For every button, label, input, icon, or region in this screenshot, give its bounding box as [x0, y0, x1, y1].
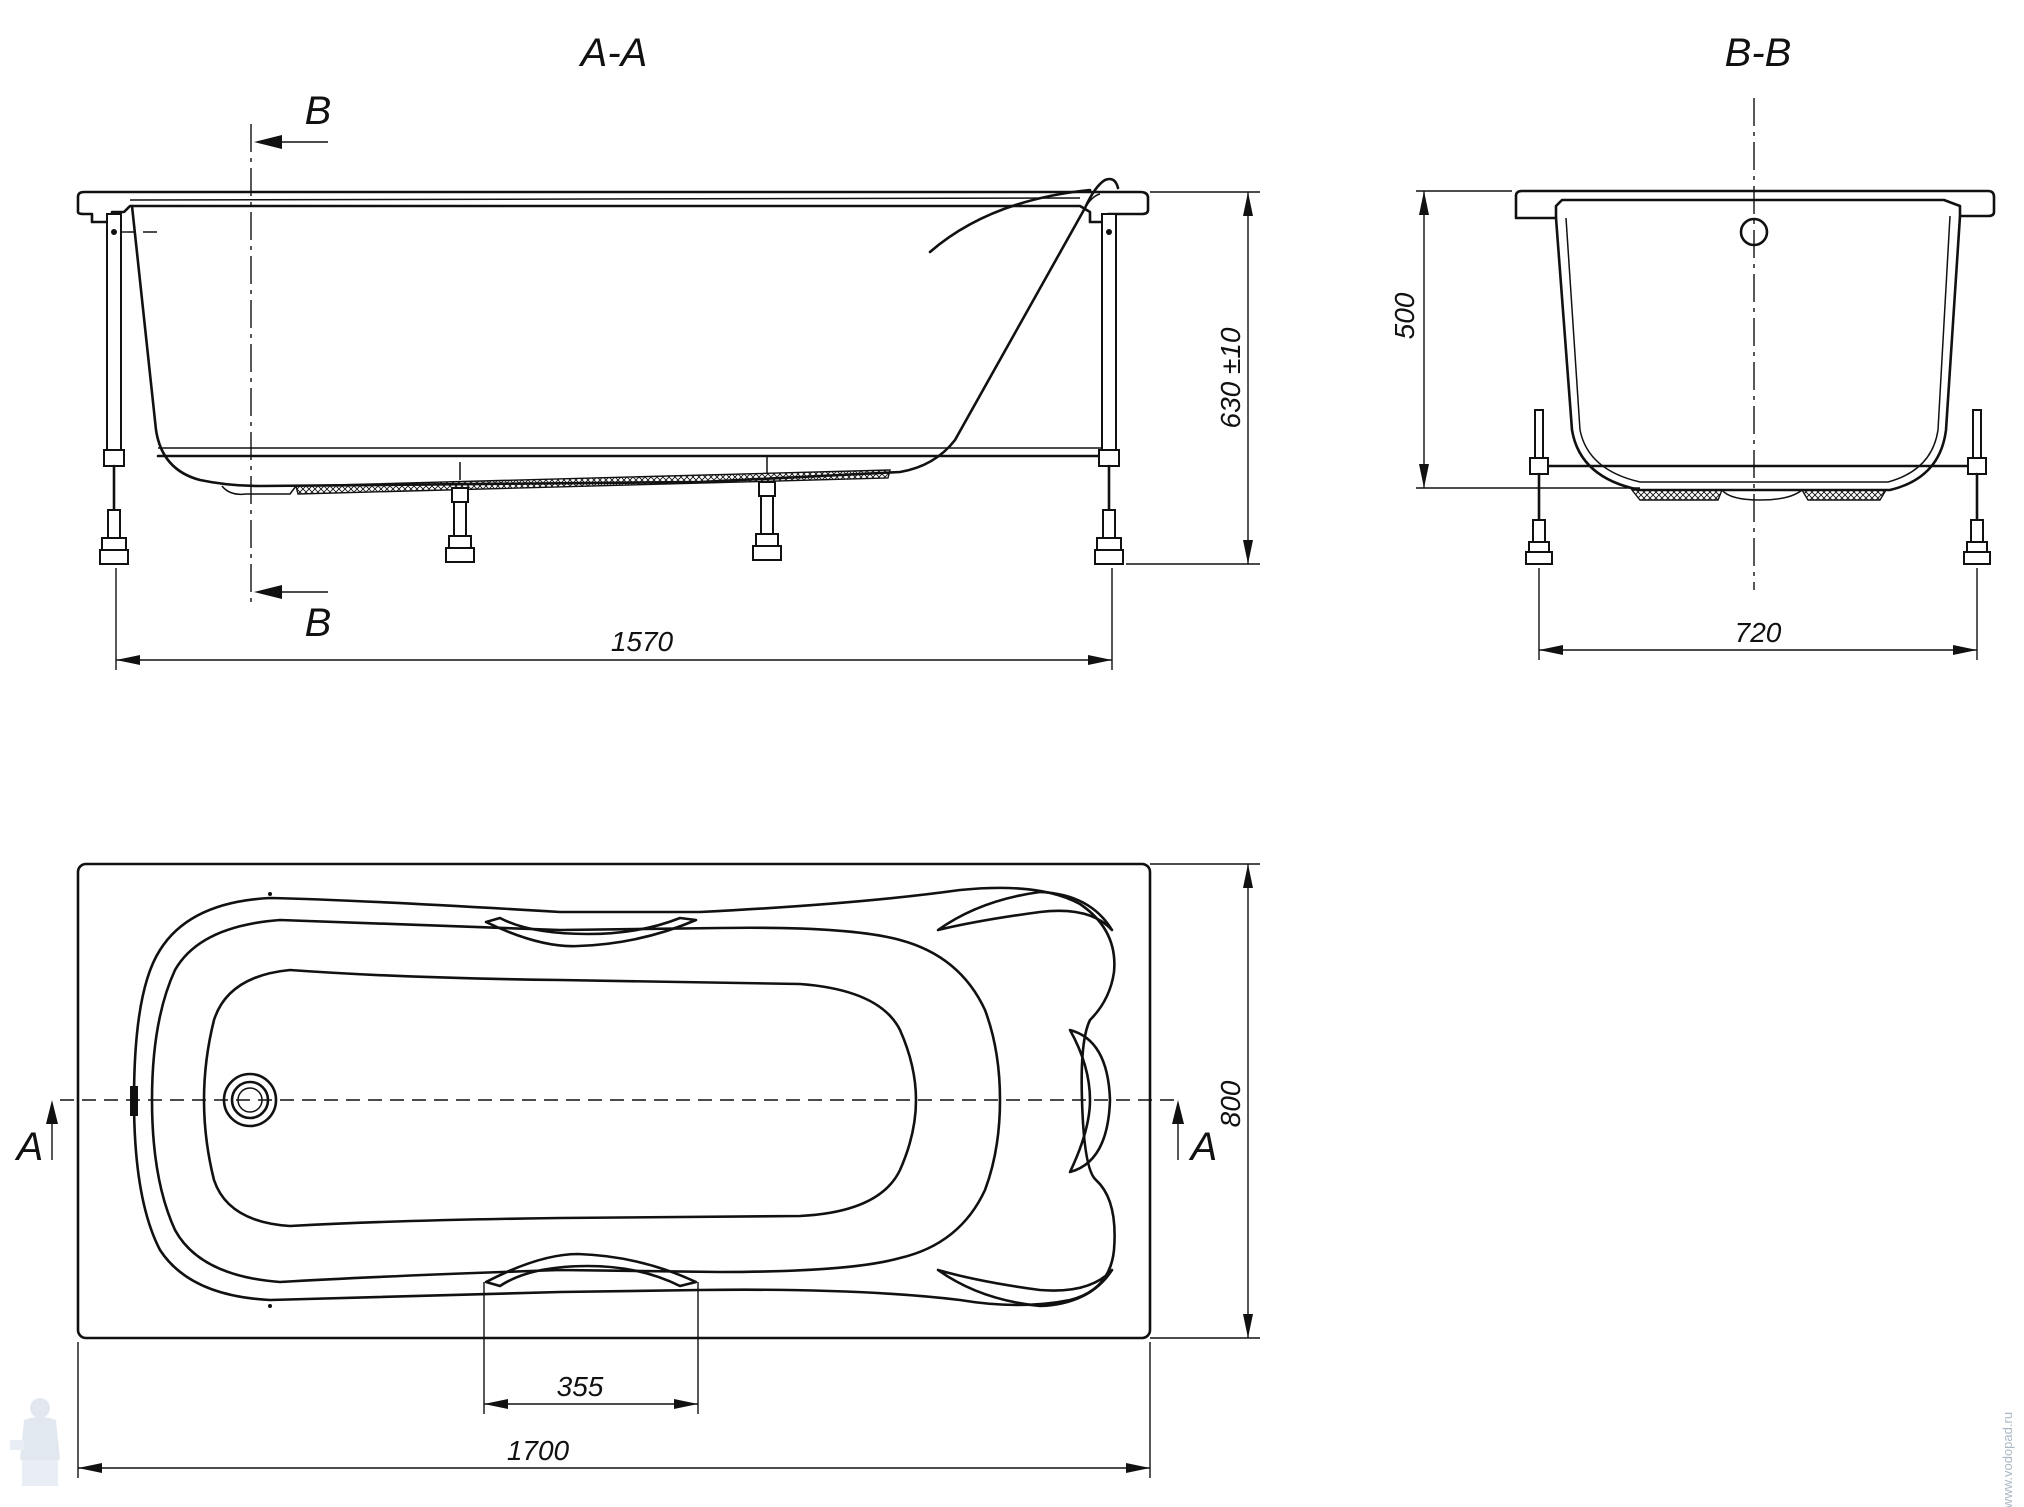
end-leg-right — [1963, 409, 1991, 565]
end-leg-left — [1525, 409, 1553, 565]
section-a-mark-right: A — [1189, 1125, 1218, 1169]
dim-handle-spacing: 355 — [557, 1371, 604, 1402]
section-b-mark-upper: B — [305, 89, 332, 133]
section-b-b-view: B-B — [1389, 31, 1996, 660]
frame-post-left — [106, 213, 122, 455]
tub-backrest-curve — [928, 188, 1092, 254]
dim-overall-width: 800 — [1215, 1080, 1246, 1127]
dim-height: 630 ±10 — [1215, 327, 1246, 428]
section-a-a-title: A-A — [579, 31, 648, 75]
tub-body-profile — [130, 177, 1120, 488]
dim-frame-length: 1570 — [611, 626, 674, 657]
dim-depth: 500 — [1389, 292, 1420, 339]
leg-center-2 — [752, 456, 782, 561]
headrest-top — [936, 890, 1114, 932]
plan-view: A A 800 355 1700 — [15, 862, 1260, 1478]
leg-center-1 — [445, 462, 475, 563]
section-b-b-title: B-B — [1725, 31, 1792, 75]
headrest-bottom — [936, 1268, 1114, 1308]
plan-overflow — [130, 1086, 138, 1116]
frame-post-right — [1101, 213, 1117, 455]
dim-frame-width: 720 — [1735, 617, 1782, 648]
leg-left — [99, 449, 129, 565]
leg-right — [1094, 449, 1124, 565]
dim-overall-length: 1700 — [507, 1435, 570, 1466]
tub-floor-hatch — [295, 469, 891, 495]
handle-top — [484, 916, 698, 948]
plumber-logo-watermark — [10, 1398, 60, 1486]
rim-inner-line — [129, 197, 1081, 201]
section-a-mark-left: A — [15, 1125, 44, 1169]
section-a-a-view: A-A — [76, 31, 1260, 670]
handle-bottom — [484, 1252, 698, 1288]
side-watermark-text: www.vodopad.ru — [2000, 1412, 2015, 1507]
plan-outline — [76, 862, 1152, 1340]
section-b-mark-lower: B — [305, 601, 332, 645]
plan-mid-contour — [150, 918, 1002, 1284]
tub-rim — [76, 190, 1150, 224]
end-view-body — [1554, 214, 1962, 492]
plan-basin — [202, 968, 918, 1228]
plan-rim-contour — [132, 886, 1116, 1307]
headrest-pillow — [1068, 1028, 1112, 1174]
end-view-rim — [1514, 189, 1996, 220]
